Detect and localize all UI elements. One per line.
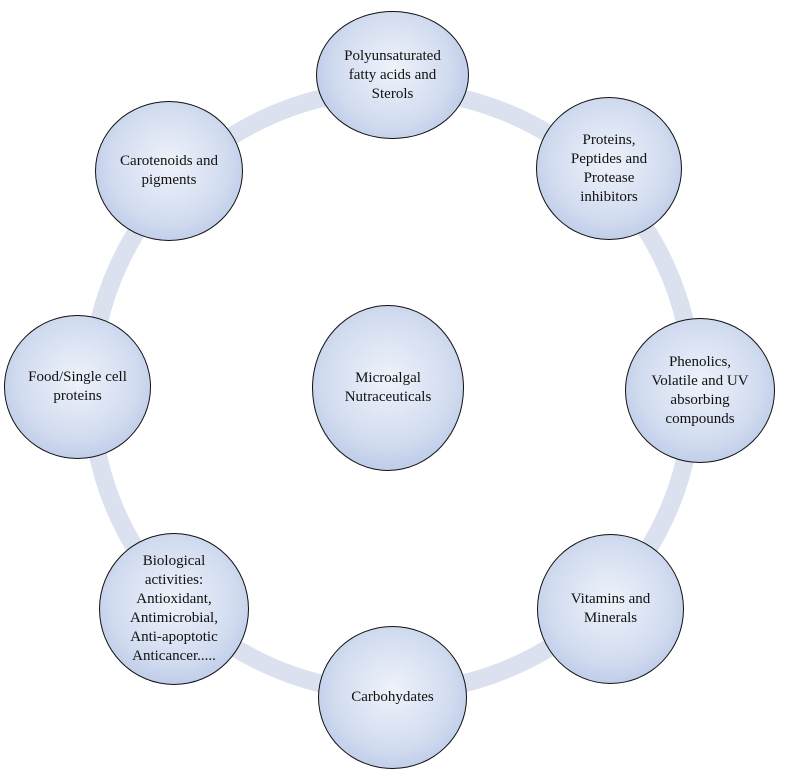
label-line: Protease — [583, 169, 635, 186]
label-line: Nutraceuticals — [344, 389, 432, 405]
label-line: Peptides and — [570, 150, 648, 167]
node-biological-activities: Biological activities: Antioxidant, Antimic… — [99, 533, 249, 685]
node-label: Phenolics, Volatile and UV absorbing compou… — [643, 353, 756, 429]
label-line: activities: — [144, 572, 204, 588]
label-line: Food/Single cell — [28, 369, 127, 385]
label-line: Proteins, — [582, 131, 636, 148]
node-phenolics: Phenolics, Volatile and UV absorbing compou… — [625, 318, 775, 463]
label-line: inhibitors — [580, 188, 638, 205]
label-line: Anticancer..... — [132, 648, 216, 664]
label-line: compounds — [665, 410, 735, 427]
label-line: pigments — [141, 172, 197, 188]
label-line: Antimicrobial, — [130, 610, 218, 626]
node-label: Food/Single cell proteins — [20, 368, 135, 406]
label-line: Anti-apoptotic — [130, 629, 218, 645]
label-line: Sterols — [371, 85, 414, 102]
label-line: Phenolics, — [668, 353, 732, 370]
label-line: Microalgal — [355, 370, 421, 386]
label-line: Minerals — [583, 610, 638, 626]
node-carbohydates: Carbohydates — [318, 626, 467, 769]
label-line: Biological — [142, 553, 206, 569]
node-label: Biological activities: Antioxidant, Antimic… — [122, 552, 226, 666]
label-line: Antioxidant, — [136, 591, 212, 607]
label-line: proteins — [53, 388, 102, 404]
label-line: fatty acids and — [348, 66, 437, 83]
label-line: Volatile and UV — [651, 372, 749, 389]
label-line: Carbohydates — [351, 689, 434, 705]
label-line: Carotenoids and — [120, 153, 218, 169]
label-line: Vitamins and — [570, 591, 651, 607]
label-line: absorbing — [670, 391, 730, 408]
label-line: Polyunsaturated — [344, 47, 441, 64]
node-carotenoids-pigments: Carotenoids and pigments — [95, 101, 243, 241]
node-food-single-cell-proteins: Food/Single cell proteins — [4, 315, 151, 459]
node-label: Carbohydates — [343, 688, 441, 707]
node-label: Carotenoids and pigments — [112, 152, 226, 190]
